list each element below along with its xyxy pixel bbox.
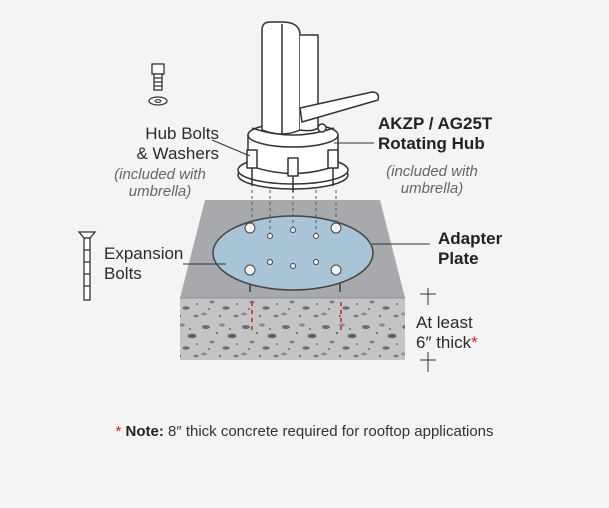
thickness-line1: At least <box>416 313 473 332</box>
hub-model-line2: Rotating Hub <box>378 133 485 153</box>
hub-note-line1: (included with <box>386 163 478 180</box>
hub-bolts-label-line2: & Washers <box>136 143 219 163</box>
hub-included-note: (included with umbrella) <box>372 163 492 198</box>
hub-bolts-note-line2: umbrella) <box>128 183 192 201</box>
anchor-depth-marks <box>251 302 342 332</box>
alignment-lines <box>251 190 337 234</box>
expansion-bolts-line1: Expansion <box>104 244 184 263</box>
thickness-label: At least 6″ thick* <box>416 313 478 352</box>
rotating-hub <box>237 21 380 192</box>
expansion-bolts-line2: Bolts <box>104 263 142 283</box>
leader-lines <box>183 139 430 265</box>
hub-bolts-included-note: (included with umbrella) <box>100 166 220 201</box>
adapter-plate <box>212 215 374 291</box>
adapter-plate-line1: Adapter <box>438 229 503 248</box>
note-asterisk: * <box>115 423 122 440</box>
adapter-plate-line2: Plate <box>438 248 479 268</box>
hub-model-line1: AKZP / AG25T <box>378 114 493 133</box>
expansion-bolt-icon <box>77 231 97 301</box>
hub-bolts-label-line1: Hub Bolts <box>145 124 219 143</box>
thickness-asterisk: * <box>471 332 478 352</box>
hub-model-label: AKZP / AG25T Rotating Hub <box>378 114 492 153</box>
plate-bolt-holes <box>244 222 342 276</box>
washer-icon <box>148 96 168 106</box>
note-label: Note: <box>125 423 164 440</box>
expansion-bolts-label: Expansion Bolts <box>104 244 183 283</box>
thickness-line2: 6″ thick <box>416 332 472 352</box>
hub-bolt-icon <box>151 63 165 91</box>
note-text: 8″ thick concrete required for rooftop a… <box>163 423 494 440</box>
hub-bolts-note-line1: (included with <box>114 166 206 183</box>
rooftop-note: * Note: 8″ thick concrete required for r… <box>0 423 609 440</box>
thickness-dimension <box>420 288 436 372</box>
hub-note-line2: umbrella) <box>400 180 464 198</box>
hub-bolts-label: Hub Bolts & Washers <box>111 124 219 163</box>
adapter-plate-label: Adapter Plate <box>438 229 502 268</box>
